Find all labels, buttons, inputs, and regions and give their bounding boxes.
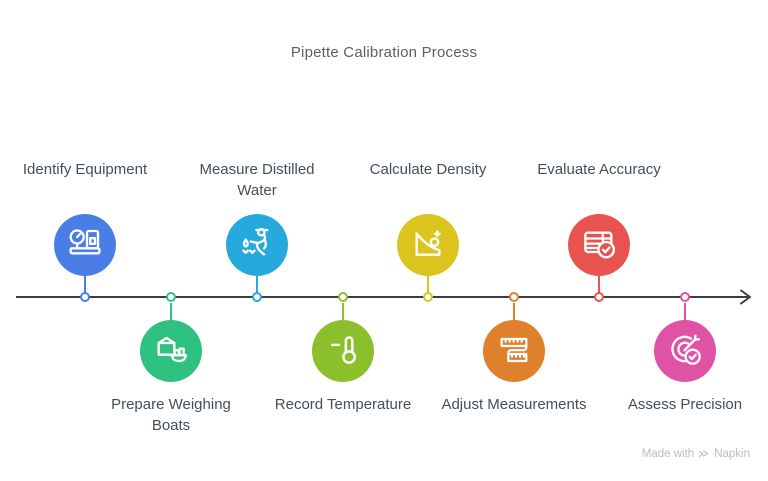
measuring-tape-icon xyxy=(500,337,528,363)
watermark: Made with Napkin xyxy=(642,448,750,460)
step-label: Record Temperature xyxy=(274,396,412,413)
connector-stem xyxy=(684,303,686,320)
watermark-brand: Napkin xyxy=(714,448,750,460)
timeline-node-dot xyxy=(594,292,604,302)
thermometer-icon xyxy=(331,336,357,364)
step-circle xyxy=(140,320,202,382)
table-check-icon xyxy=(584,231,615,259)
connector-stem xyxy=(598,276,600,294)
person-watering-icon xyxy=(242,227,269,256)
timeline-arrow xyxy=(16,289,751,305)
timeline-node-dot xyxy=(252,292,262,302)
step-label: Adjust Measurements xyxy=(441,396,587,413)
step-label: Assess Precision xyxy=(627,396,743,413)
connector-stem xyxy=(513,303,515,320)
step-label: Evaluate Accuracy xyxy=(537,161,661,178)
step-label: Measure Distilled Water xyxy=(199,161,315,199)
connector-stem xyxy=(342,303,344,320)
step-circle xyxy=(226,214,288,276)
box-and-boat-icon xyxy=(157,336,188,363)
connector-stem xyxy=(427,276,429,294)
step-label: Prepare Weighing Boats xyxy=(111,396,231,434)
step-label: Calculate Density xyxy=(369,161,487,178)
connector-stem xyxy=(256,276,258,294)
step-circle xyxy=(312,320,374,382)
step-circle xyxy=(397,214,459,276)
timeline-node-dot xyxy=(423,292,433,302)
landscape-icon xyxy=(415,230,441,256)
connector-stem xyxy=(170,303,172,320)
step-circle xyxy=(568,214,630,276)
timeline-node-dot xyxy=(509,292,519,302)
step-circle xyxy=(54,214,116,276)
timeline-node-dot xyxy=(166,292,176,302)
connector-stem xyxy=(84,276,86,294)
weighing-scale-icon xyxy=(69,229,101,255)
timeline-node-dot xyxy=(338,292,348,302)
watermark-prefix: Made with xyxy=(641,448,695,460)
page-title: Pipette Calibration Process xyxy=(290,44,478,61)
timeline-node-dot xyxy=(680,292,690,302)
step-label: Identify Equipment xyxy=(22,161,148,178)
step-circle xyxy=(654,320,716,382)
step-circle xyxy=(483,320,545,382)
target-check-icon xyxy=(671,334,701,365)
timeline-node-dot xyxy=(80,292,90,302)
napkin-logo-icon xyxy=(699,450,709,458)
